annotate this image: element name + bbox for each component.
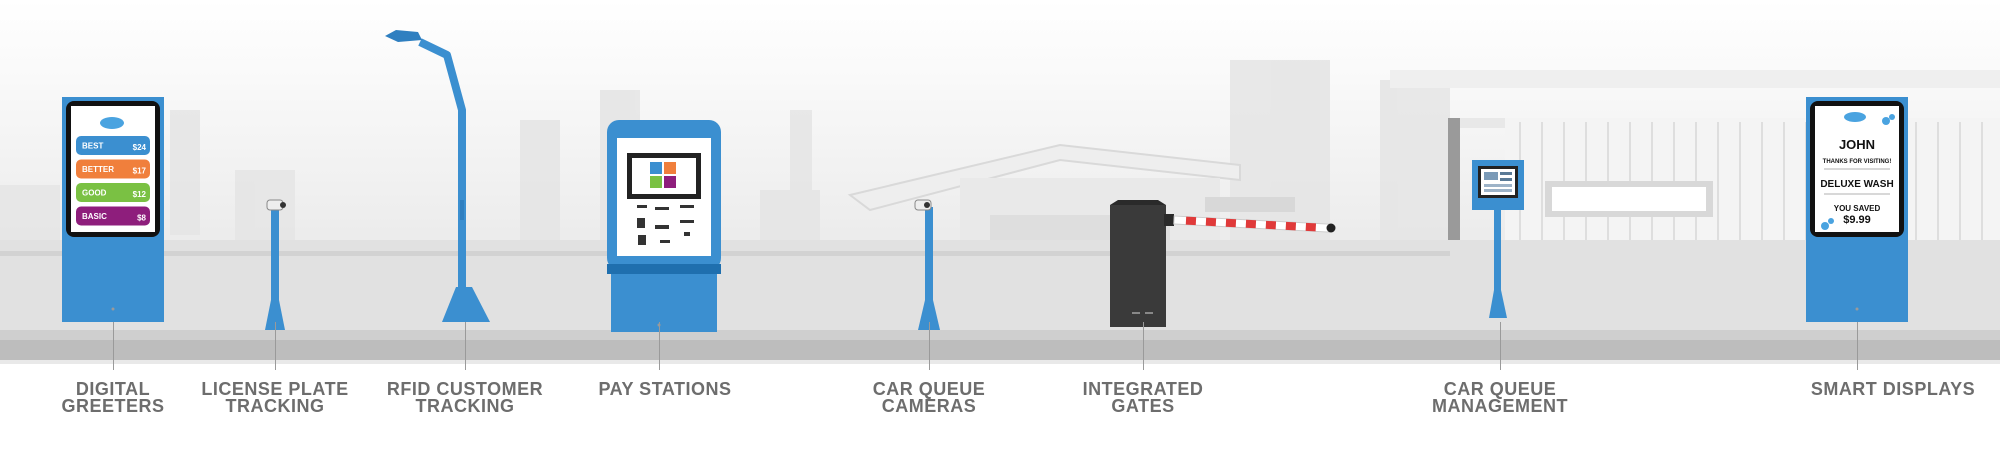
- ground-strip-top: [0, 330, 2000, 340]
- label-car-queue-management: CAR QUEUE MANAGEMENT: [1380, 379, 1620, 416]
- leader-digital-greeters: [113, 322, 114, 370]
- label-line: LICENSE PLATE: [201, 379, 349, 399]
- logo-cloud-icon: [1844, 112, 1866, 122]
- leader-integrated-gates: [1143, 322, 1144, 370]
- bubble-icon: [1889, 114, 1895, 120]
- label-line: GREETERS: [61, 396, 165, 416]
- price-tier-price: $17: [133, 167, 147, 176]
- rfid-lamp-post: [385, 30, 490, 322]
- label-line: TRACKING: [415, 396, 515, 416]
- price-tier: BASIC $8: [76, 206, 150, 226]
- price-tier-price: $24: [133, 143, 147, 152]
- price-tier: GOOD $12: [76, 183, 150, 202]
- label-digital-greeters: DIGITAL GREETERS: [0, 379, 233, 416]
- bubble-icon: [1882, 117, 1890, 125]
- label-rfid-customer-tracking: RFID CUSTOMER TRACKING: [345, 379, 585, 416]
- display-saved-amount: $9.99: [1843, 214, 1871, 226]
- price-tier: BETTER $17: [76, 159, 150, 179]
- label-smart-displays: SMART DISPLAYS: [1773, 379, 2000, 399]
- display-saved-label: YOU SAVED: [1834, 204, 1881, 213]
- display-wash: DELUXE WASH: [1820, 179, 1893, 190]
- label-line: INTEGRATED: [1082, 379, 1204, 399]
- price-tier: BEST $24: [76, 136, 150, 155]
- logo-cloud-icon: [100, 117, 124, 129]
- label-line: SMART DISPLAYS: [1810, 379, 1976, 399]
- label-integrated-gates: INTEGRATED GATES: [1023, 379, 1263, 416]
- ground-shadow: [0, 360, 2000, 364]
- price-tier-name: BASIC: [82, 212, 107, 221]
- camera-icon: [924, 202, 930, 208]
- leader-smart-displays: [1857, 322, 1858, 370]
- price-tier-bar: [76, 206, 150, 226]
- label-line: CAMERAS: [881, 396, 977, 416]
- label-line: DIGITAL: [75, 379, 151, 399]
- car-queue-management-kiosk: [1472, 160, 1524, 318]
- price-tier-bar: [76, 183, 150, 202]
- label-car-queue-cameras: CAR QUEUE CAMERAS: [809, 379, 1049, 416]
- label-line: CAR QUEUE: [872, 379, 986, 399]
- leader-car-queue-management: [1500, 322, 1501, 370]
- label-pay-stations: PAY STATIONS: [545, 379, 785, 399]
- leader-license-plate-tracking: [275, 322, 276, 370]
- smart-display: JOHN THANKS FOR VISITING! DELUXE WASH YO…: [1806, 97, 1908, 322]
- integrated-gate: [1110, 200, 1336, 327]
- label-line: CAR QUEUE: [1443, 379, 1557, 399]
- price-tier-name: BEST: [82, 142, 103, 151]
- label-line: RFID CUSTOMER: [386, 379, 544, 399]
- display-name: JOHN: [1839, 137, 1875, 152]
- leader-car-queue-cameras: [929, 322, 930, 370]
- camera-icon: [280, 202, 286, 208]
- price-tier-name: BETTER: [82, 165, 114, 174]
- ground-strip-bottom: [0, 340, 2000, 360]
- price-tier-bar: [76, 136, 150, 155]
- label-line: PAY STATIONS: [598, 379, 732, 399]
- price-tier-price: $8: [137, 214, 146, 223]
- label-line: GATES: [1111, 396, 1175, 416]
- label-line: TRACKING: [225, 396, 325, 416]
- leader-pay-stations: [659, 322, 660, 370]
- price-tier-name: GOOD: [82, 189, 107, 198]
- bubble-icon: [1828, 218, 1834, 224]
- bubble-icon: [1821, 222, 1829, 230]
- label-license-plate-tracking: LICENSE PLATE TRACKING: [155, 379, 395, 416]
- label-line: MANAGEMENT: [1432, 396, 1568, 416]
- license-plate-camera: [265, 199, 286, 330]
- pay-station: [607, 120, 721, 332]
- price-tier-price: $12: [133, 190, 147, 199]
- gate-arm: [1173, 215, 1336, 233]
- car-queue-camera: [914, 199, 940, 330]
- display-thanks: THANKS FOR VISITING!: [1823, 159, 1892, 165]
- price-tier-bar: [76, 159, 150, 179]
- leader-rfid-customer-tracking: [465, 322, 466, 370]
- curb-line: [0, 251, 1450, 256]
